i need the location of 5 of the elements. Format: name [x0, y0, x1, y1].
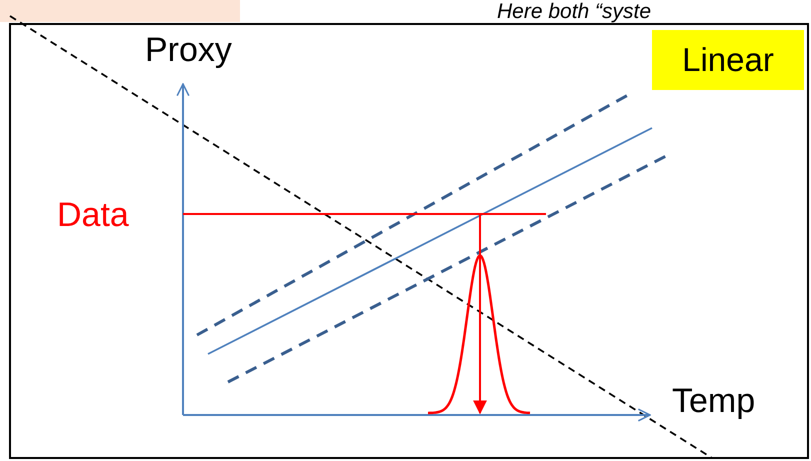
axis-label: Proxy [145, 33, 232, 67]
label-box: Linear [652, 30, 804, 90]
axis-label: Temp [672, 384, 756, 418]
heading-text: Here both “syste [497, 1, 652, 22]
data-label: Data [57, 198, 129, 232]
